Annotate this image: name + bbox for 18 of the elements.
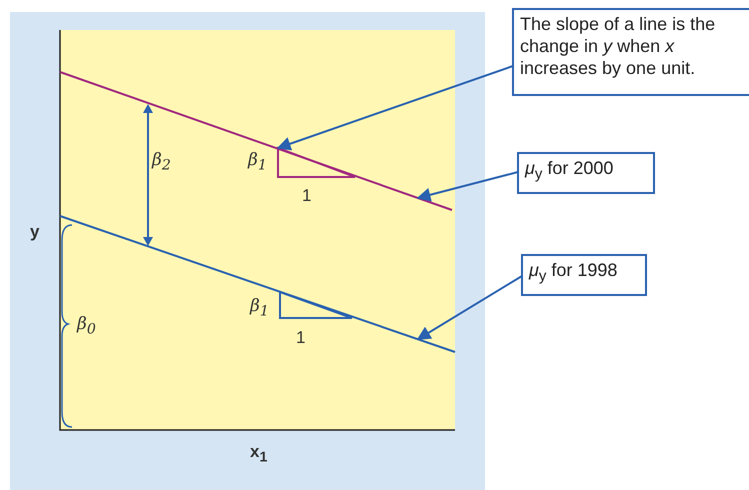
leader-arrow: [416, 275, 523, 340]
parameter-label: β$_{2}$: [152, 150, 171, 174]
callout-box: μ$_{y}$ for 1998: [521, 254, 647, 296]
callout-box: The slope of a line is the change in y when x increases by one unit.: [512, 8, 749, 96]
axis-label: y: [30, 222, 40, 242]
parameter-label: β$_{0}$: [77, 314, 96, 338]
leader-arrow: [416, 171, 518, 202]
regression-line: [60, 71, 452, 211]
axis-label: x$_{1}$: [250, 442, 268, 466]
slope-run-label: 1: [296, 328, 306, 348]
parameter-label: β$_{1}$: [248, 150, 267, 174]
slope-run-label: 1: [302, 186, 312, 206]
slope-triangle: [279, 290, 353, 319]
slope-triangle: [277, 146, 356, 178]
parameter-label: β$_{1}$: [250, 296, 269, 320]
leader-arrow: [276, 65, 514, 150]
regression-line: [60, 215, 456, 353]
callout-box: μ$_{y}$ for 2000: [517, 152, 655, 194]
